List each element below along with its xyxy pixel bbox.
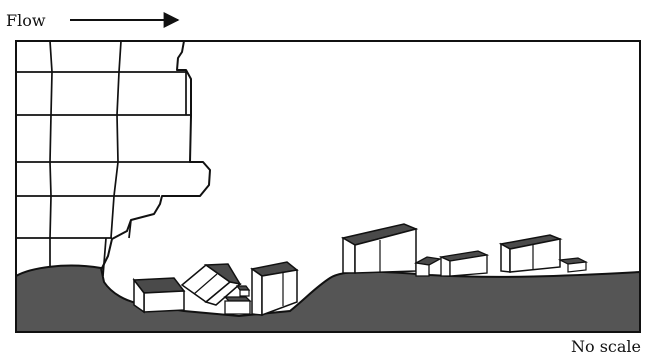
cliff-outline	[15, 40, 211, 277]
house-9	[557, 257, 589, 273]
scale-note: No scale	[570, 337, 641, 356]
house-1	[132, 277, 186, 314]
house-7	[438, 250, 490, 277]
house-2	[180, 263, 242, 306]
flow-label: Flow	[6, 11, 46, 30]
fallen-houses	[132, 261, 299, 317]
house-4	[250, 261, 299, 317]
house-5	[340, 223, 419, 274]
ground-bedrock	[15, 264, 641, 333]
bank-houses	[340, 223, 589, 277]
cliff-joints	[16, 40, 191, 277]
house-6	[414, 256, 442, 277]
house-8	[498, 234, 563, 273]
house-3	[223, 285, 252, 315]
